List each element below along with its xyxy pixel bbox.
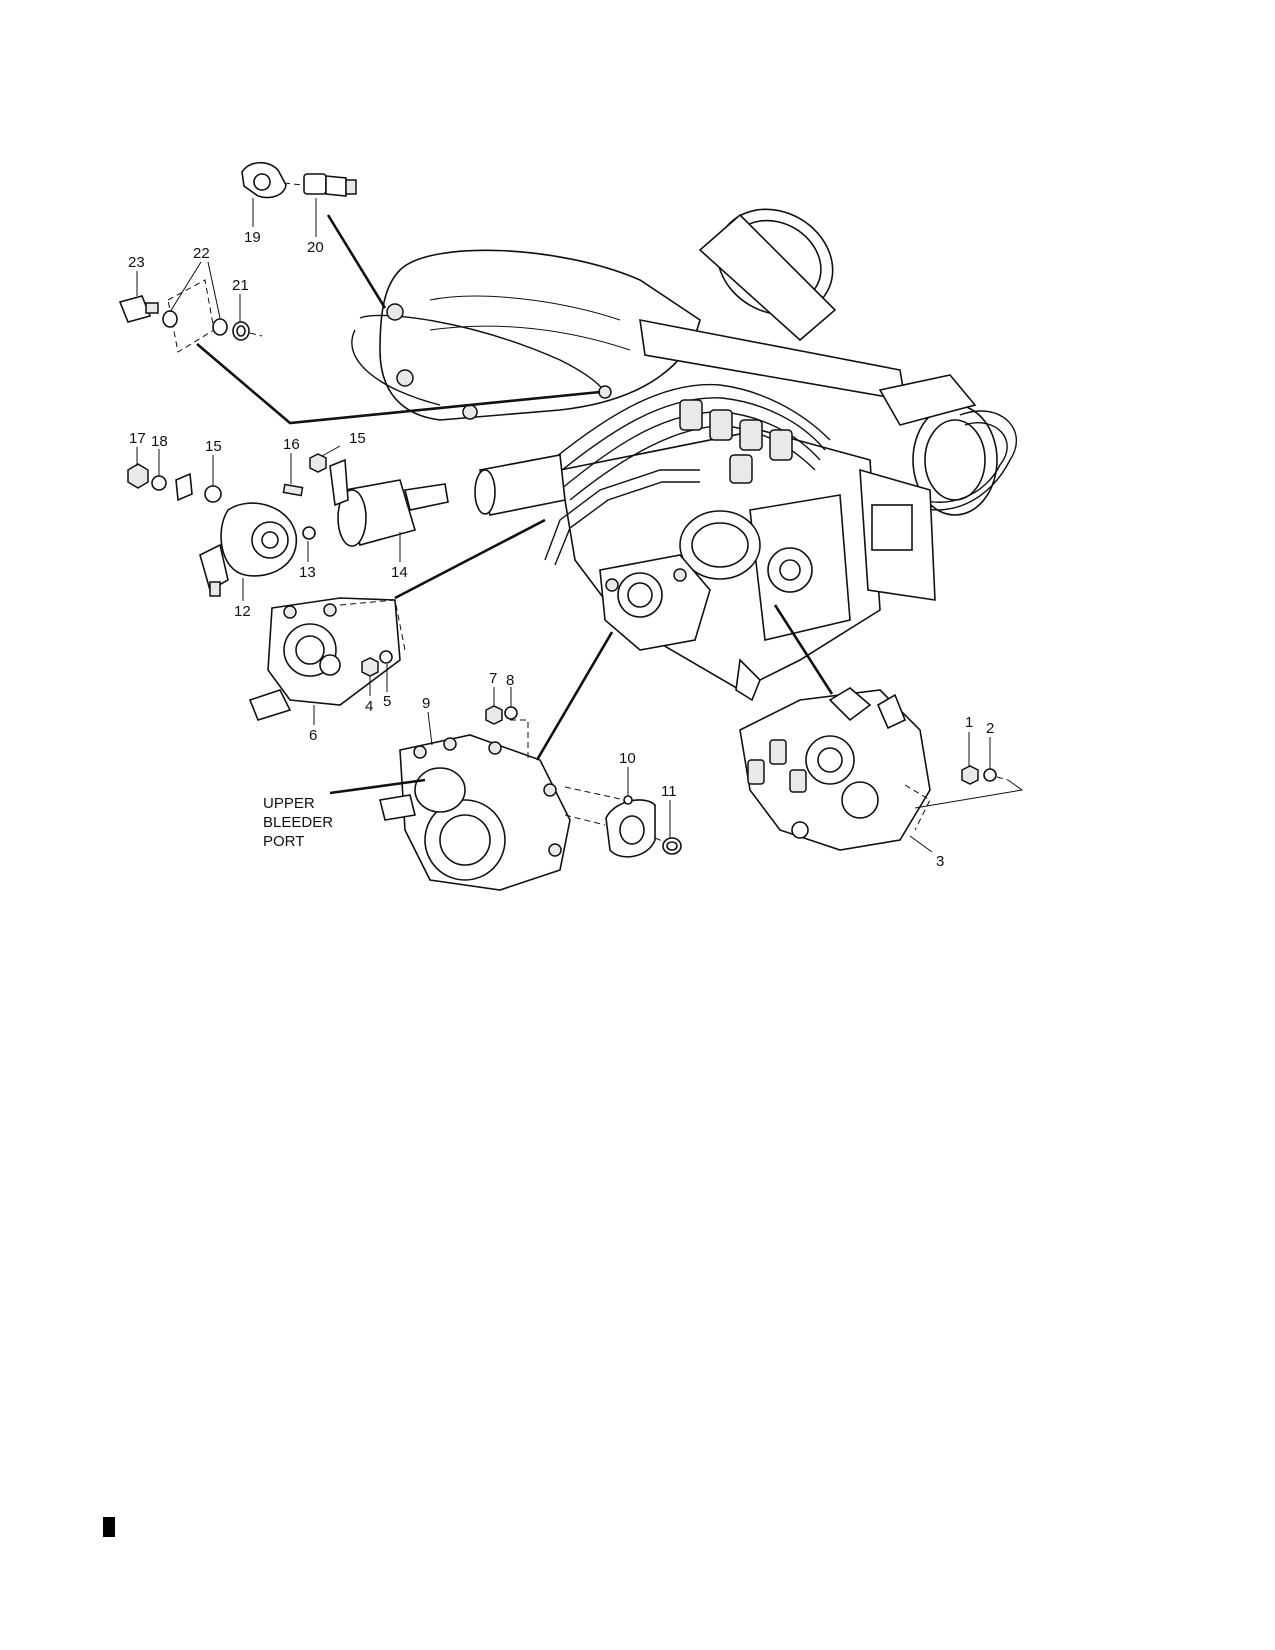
callout-15b: 15 <box>349 430 366 447</box>
callout-22: 22 <box>193 245 210 262</box>
filter-14 <box>329 458 449 547</box>
fitting-19 <box>241 161 303 199</box>
callout-2: 2 <box>986 720 994 737</box>
gasket-22 <box>162 279 228 353</box>
washer-18 <box>151 475 167 491</box>
page-corner-marker <box>103 1517 115 1537</box>
nut-4 <box>361 657 379 677</box>
nut-17 <box>127 463 149 489</box>
callout-5: 5 <box>383 693 391 710</box>
callout-7: 7 <box>489 670 497 687</box>
note-line-2: BLEEDER <box>263 814 333 831</box>
callout-20: 20 <box>307 239 324 256</box>
callout-6: 6 <box>309 727 317 744</box>
engine-assembly <box>351 208 1017 702</box>
washer-2 <box>983 768 1009 782</box>
callout-19: 19 <box>244 229 261 246</box>
nut-7 <box>485 705 503 725</box>
callout-12: 12 <box>234 603 251 620</box>
spacer-15a <box>204 485 222 503</box>
callout-11: 11 <box>661 783 677 800</box>
pump-6 <box>248 597 406 721</box>
note-line-1: UPPER <box>263 795 315 812</box>
oring-13 <box>302 526 316 540</box>
callout-16: 16 <box>283 436 300 453</box>
callout-1: 1 <box>965 714 973 731</box>
nut-15b <box>309 453 327 473</box>
note-line-3: PORT <box>263 833 304 850</box>
washer-8 <box>504 706 518 720</box>
locator-lines <box>196 214 834 795</box>
gasket-10 <box>605 795 656 858</box>
callout-4: 4 <box>365 698 373 715</box>
sensor-20 <box>303 173 357 197</box>
oring-11 <box>662 837 682 855</box>
callout-13: 13 <box>299 564 316 581</box>
clip-plate <box>175 472 193 502</box>
bolt-16 <box>282 483 304 497</box>
callout-18: 18 <box>151 433 168 450</box>
washer-5 <box>379 650 393 664</box>
callout-9: 9 <box>422 695 430 712</box>
callout-15a: 15 <box>205 438 222 455</box>
callout-labels: 1 2 3 4 5 6 7 8 9 10 11 12 13 14 15 15 1… <box>128 229 994 870</box>
callout-21: 21 <box>232 277 249 294</box>
washer-21 <box>232 321 263 341</box>
leader-lines <box>136 198 1024 853</box>
callout-10: 10 <box>619 750 636 767</box>
callout-14: 14 <box>391 564 408 581</box>
callout-17: 17 <box>129 430 146 447</box>
callout-23: 23 <box>128 254 145 271</box>
pump-12 <box>199 502 298 597</box>
pump-3 <box>739 687 931 851</box>
pump-9 <box>379 734 571 891</box>
nut-1 <box>961 765 979 785</box>
plug-23 <box>118 295 159 323</box>
callout-8: 8 <box>506 672 514 689</box>
callout-3: 3 <box>936 853 944 870</box>
upper-bleeder-port-note: UPPER BLEEDER PORT <box>263 795 333 850</box>
